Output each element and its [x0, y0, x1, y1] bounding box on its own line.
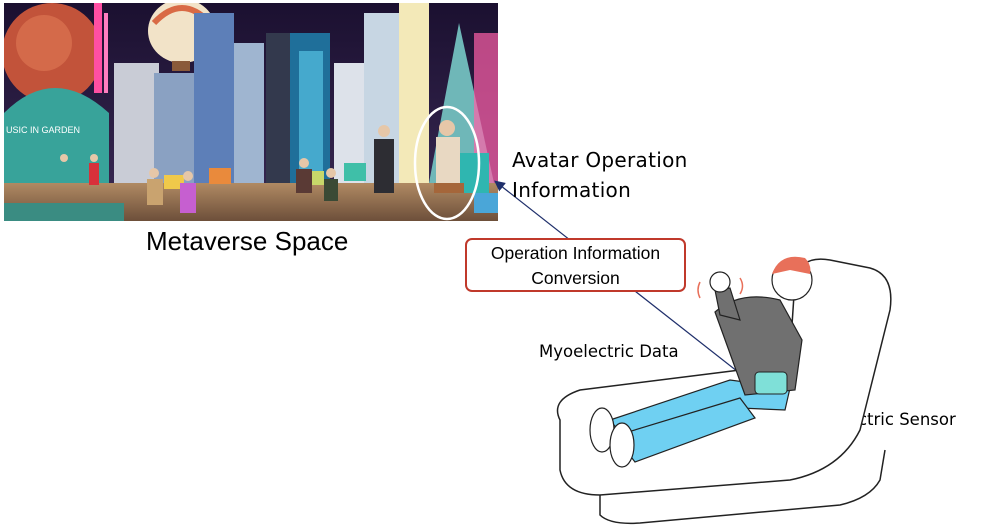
reclining-person-illustration: [540, 240, 980, 530]
avatar-operation-line2: Information: [512, 175, 688, 205]
metaverse-space-label: Metaverse Space: [146, 226, 348, 257]
metaverse-scene-image: USIC IN GARDEN: [4, 3, 498, 221]
myoelectric-sensor-band: [755, 372, 787, 394]
avatar-operation-line1: Avatar Operation: [512, 145, 688, 175]
avatar-operation-label: Avatar Operation Information: [512, 145, 688, 205]
dome-sign-text: USIC IN GARDEN: [6, 125, 80, 135]
